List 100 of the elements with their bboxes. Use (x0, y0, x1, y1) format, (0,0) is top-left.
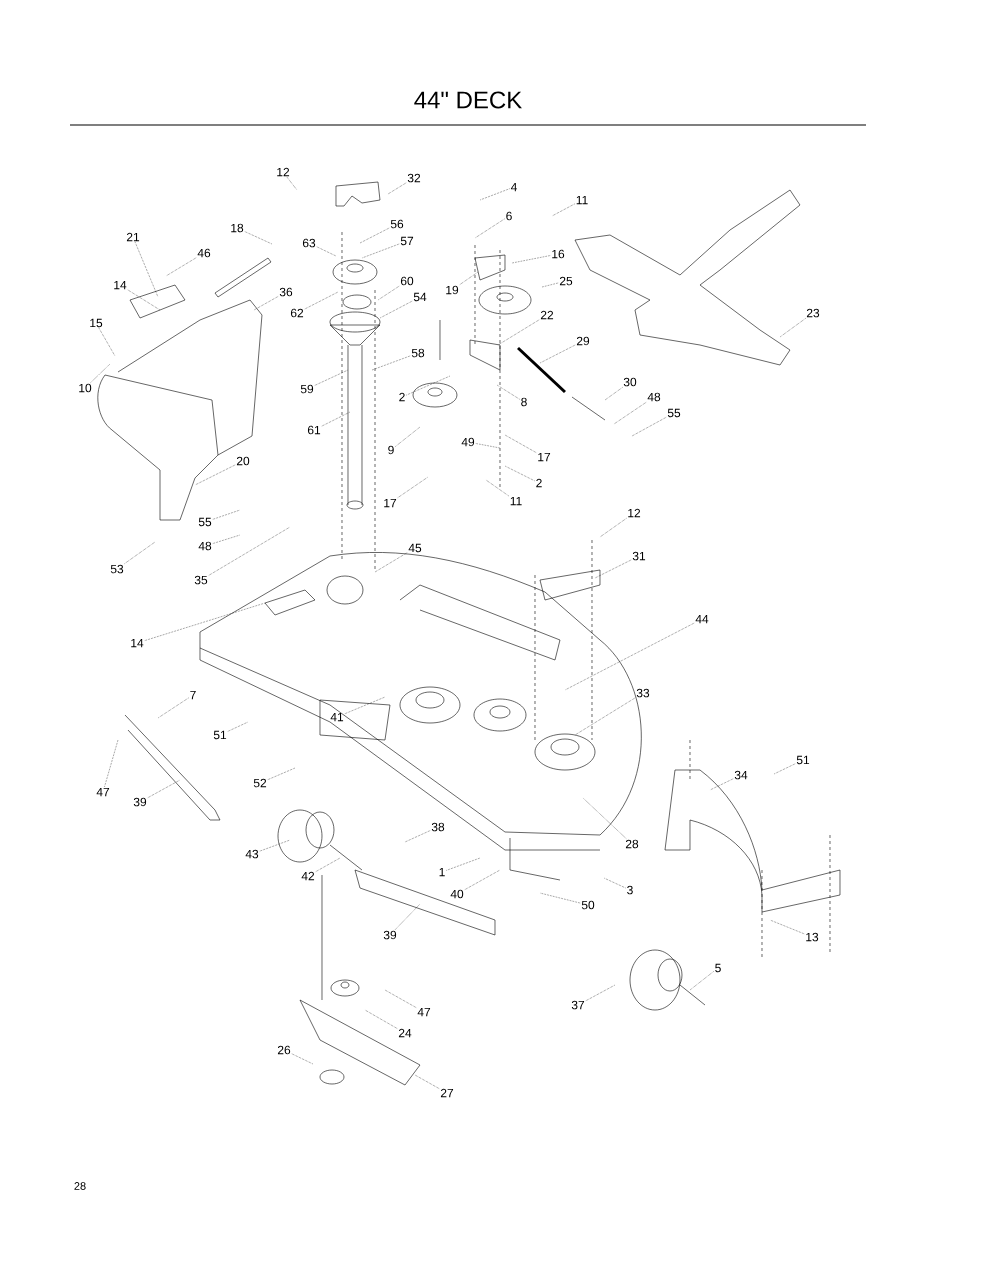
leader-line (157, 697, 189, 719)
leader-line (315, 857, 341, 872)
leader-line (212, 509, 241, 520)
leader-line (364, 1009, 398, 1029)
leader-line (511, 255, 551, 264)
callout-number: 42 (301, 871, 315, 881)
leader-line (144, 602, 266, 641)
leader-line (244, 231, 273, 245)
leader-line (541, 282, 559, 288)
leader-line (414, 1074, 440, 1089)
callout-number: 36 (279, 287, 293, 297)
callout-number: 30 (623, 377, 637, 387)
leader-line (208, 526, 291, 576)
leader-line (551, 203, 575, 217)
callout-number: 18 (231, 223, 244, 233)
callout-number: 48 (647, 392, 661, 402)
leader-line (464, 869, 501, 890)
callout-number: 12 (628, 508, 641, 518)
callout-number: 16 (552, 249, 565, 259)
callout-number: 40 (450, 889, 464, 899)
leader-line (504, 434, 537, 453)
leader-line (98, 328, 116, 357)
callout-number: 17 (384, 498, 397, 508)
callout-number: 9 (388, 445, 394, 455)
leader-line (406, 375, 451, 396)
callout-number: 50 (581, 900, 595, 910)
callout-number: 2 (399, 392, 405, 402)
leader-line (394, 903, 421, 930)
callout-number: 22 (540, 310, 554, 320)
leader-line (397, 476, 429, 498)
leader-line (485, 479, 509, 497)
leader-line (404, 830, 431, 843)
leader-line (497, 319, 540, 346)
callout-number: 54 (413, 292, 427, 302)
title: 44" DECK (414, 91, 522, 109)
leader-line (90, 363, 111, 383)
callout-number: 21 (126, 232, 140, 242)
leader-line (253, 296, 279, 311)
callout-number: 48 (198, 541, 212, 551)
leader-line (603, 877, 626, 889)
leader-line (631, 417, 667, 437)
callout-number: 49 (461, 437, 475, 447)
leader-line (227, 721, 249, 732)
callout-number: 39 (133, 797, 147, 807)
leader-line (286, 177, 298, 191)
callout-number: 11 (510, 496, 522, 506)
leader-line (474, 218, 505, 239)
leader-line (321, 411, 351, 427)
callout-number: 51 (796, 755, 810, 765)
leader-line (165, 257, 197, 277)
leader-line (459, 271, 479, 285)
leader-line (594, 559, 632, 579)
leader-line (387, 182, 407, 195)
callout-number: 26 (277, 1045, 291, 1055)
leader-line (104, 739, 119, 787)
page-number: 28 (74, 1182, 86, 1190)
callout-number: 46 (197, 248, 211, 258)
leader-line (291, 1053, 314, 1065)
leader-line (124, 541, 156, 564)
callout-number: 10 (79, 383, 92, 393)
leader-line (604, 387, 623, 401)
leader-line (689, 971, 714, 991)
callout-number: 56 (390, 219, 404, 229)
leader-line (384, 989, 417, 1008)
callout-number: 6 (506, 211, 512, 221)
leader-line (379, 300, 413, 319)
callout-number: 32 (407, 173, 421, 183)
callout-number: 55 (667, 408, 681, 418)
leader-line (374, 552, 408, 573)
leader-line (599, 518, 627, 538)
leader-line (779, 318, 806, 338)
callout-number: 62 (290, 308, 304, 318)
leader-line (769, 919, 805, 935)
leader-line (773, 763, 796, 775)
callout-number: 53 (110, 564, 124, 574)
leader-line (709, 778, 734, 791)
leader-line (344, 696, 386, 715)
callout-number: 19 (446, 285, 459, 295)
callout-number: 29 (576, 336, 590, 346)
callout-number: 47 (417, 1007, 431, 1017)
callout-number: 39 (383, 930, 397, 940)
callout-number: 44 (695, 614, 709, 624)
callout-number: 28 (625, 839, 639, 849)
callout-number: 33 (636, 688, 650, 698)
callout-number: 43 (245, 849, 259, 859)
callout-number: 20 (236, 456, 250, 466)
leader-line (361, 243, 400, 259)
callout-number: 24 (398, 1028, 412, 1038)
callout-number: 11 (576, 195, 588, 205)
leader-line (446, 857, 481, 871)
callout-number: 58 (411, 348, 425, 358)
leader-line (304, 291, 339, 310)
callout-number: 59 (300, 384, 314, 394)
callout-number: 17 (538, 452, 551, 462)
callout-number: 5 (715, 963, 721, 973)
callout-number: 4 (510, 182, 517, 192)
callout-number: 37 (571, 1000, 585, 1010)
callout-number: 13 (806, 932, 819, 942)
leader-line (127, 289, 161, 311)
leader-line (259, 839, 291, 852)
